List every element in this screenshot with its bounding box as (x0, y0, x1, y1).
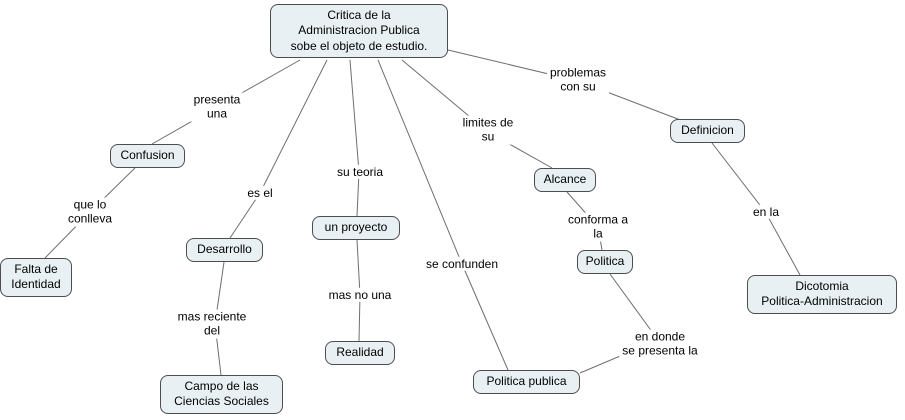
link-label-mas-no-una[interactable]: mas no una (325, 287, 395, 303)
edge-main-alcance (401, 59, 553, 169)
edge-main-politica-publica (377, 59, 509, 371)
node-realidad[interactable]: Realidad (325, 341, 395, 365)
link-label-presenta-una[interactable]: presenta una (190, 92, 244, 122)
node-definicion[interactable]: Definicion (670, 119, 745, 143)
node-politica[interactable]: Politica (577, 250, 633, 274)
link-label-que-lo-conlleva[interactable]: que lo conlleva (64, 197, 116, 227)
link-label-mas-reciente-del[interactable]: mas reciente del (174, 309, 250, 339)
node-un-proyecto[interactable]: un proyecto (312, 216, 400, 240)
node-campo-ciencias-sociales[interactable]: Campo de las Ciencias Sociales (160, 375, 283, 414)
link-label-conforma-a-la[interactable]: conforma a la (564, 212, 632, 242)
link-label-limites-de-su[interactable]: limites de su (459, 115, 517, 145)
link-label-problemas-con-su[interactable]: problemas con su (546, 65, 610, 95)
link-label-se-confunden[interactable]: se confunden (422, 256, 502, 272)
node-critica-administracion-publica[interactable]: Critica de la Administracion Publica sob… (270, 4, 448, 59)
edge-main-proyecto (349, 59, 360, 217)
edge-main-desarrollo (229, 59, 328, 239)
node-dicotomia-politica-administracion[interactable]: Dicotomia Politica-Administracion (747, 275, 897, 314)
link-label-en-la[interactable]: en la (749, 204, 783, 220)
link-label-su-teoria[interactable]: su teoria (333, 164, 387, 180)
node-desarrollo[interactable]: Desarrollo (186, 238, 263, 262)
node-confusion[interactable]: Confusion (110, 144, 185, 168)
node-politica-publica[interactable]: Politica publica (473, 370, 580, 394)
node-falta-de-identidad[interactable]: Falta de Identidad (0, 258, 72, 297)
node-alcance[interactable]: Alcance (534, 168, 596, 192)
link-label-es-el[interactable]: es el (244, 185, 276, 201)
link-label-en-donde-se-presenta-la[interactable]: en donde se presenta la (619, 329, 701, 359)
